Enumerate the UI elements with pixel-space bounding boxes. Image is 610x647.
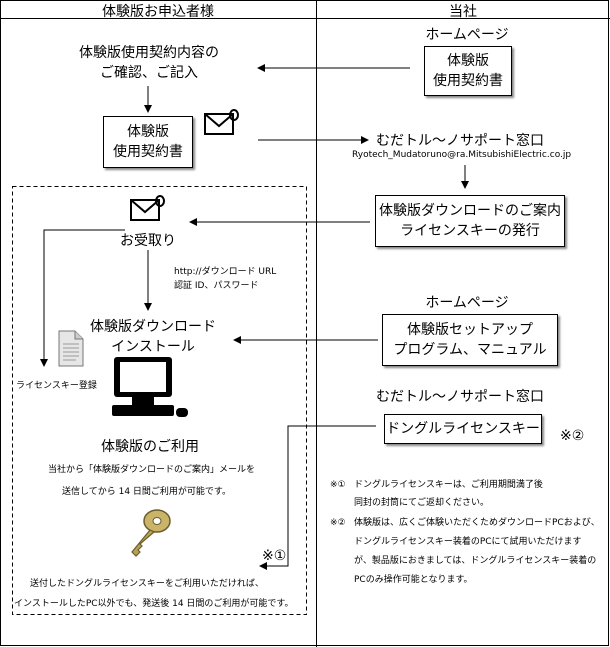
bottom-text-line2: インストールしたPC以外でも、発送後 14 日間のご利用が可能です。: [14, 599, 294, 609]
note1-line2: 同封の封筒にてご返却ください。: [354, 498, 490, 508]
download-guide-line2: ライセンスキーの発行: [400, 223, 540, 239]
note2-line1: 体験版は、広くご体験いただくためダウンロードPCおよび、: [354, 518, 600, 528]
key-icon: [126, 508, 172, 558]
use-text-line1: 当社から「体験版ダウンロードのご案内」メールを: [48, 465, 256, 475]
note-mark-2: ※②: [560, 428, 585, 444]
license-register-label: ライセンスキー登録: [16, 381, 97, 391]
note1-line1: ドングルライセンスキーは、ご利用期間満了後: [354, 480, 543, 490]
note1-mark: ※①: [330, 480, 346, 490]
contract-box-line1: 体験版: [127, 124, 169, 140]
download-guide-line1: 体験版ダウンロードのご案内: [379, 203, 561, 219]
install-text-line1: 体験版ダウンロード: [90, 319, 216, 335]
header-company: 当社: [449, 4, 477, 20]
document-icon: [56, 330, 86, 368]
setup-program-line2: プログラム、マニュアル: [393, 342, 547, 358]
company-contract-line1: 体験版: [447, 53, 489, 69]
dongle-license-text: ドングルライセンスキー: [386, 421, 540, 437]
setup-program-box: 体験版セットアップ プログラム、マニュアル: [382, 314, 558, 366]
note2-line2: ドングルライセンスキー装着のPCにて試用いただけます: [354, 537, 582, 547]
note-mark-1: ※①: [262, 548, 287, 564]
auth-id-text: 認証 ID、パスワード: [174, 281, 259, 291]
confirm-text-line1: 体験版使用契約内容の: [79, 45, 219, 61]
note2-line3: が、製品版におきましては、ドングルライセンスキー装着の: [354, 556, 597, 566]
company-contract-box: 体験版 使用契約書: [424, 46, 512, 96]
dongle-license-box: ドングルライセンスキー: [384, 414, 542, 444]
note2-mark: ※②: [330, 518, 346, 528]
header-customer: 体験版お申込者様: [102, 4, 214, 20]
company-contract-line2: 使用契約書: [433, 73, 503, 89]
confirm-text-line2: ご確認、ご記入: [100, 65, 198, 81]
support-email: Ryotech_Mudatoruno@ra.MitsubishiElectric…: [352, 150, 572, 160]
download-guide-box: 体験版ダウンロードのご案内 ライセンスキーの発行: [375, 195, 565, 247]
download-url-text: http://ダウンロード URL: [174, 267, 277, 277]
bottom-text-line1: 送付したドングルライセンスキーをご利用いただければ、: [30, 579, 264, 589]
use-title: 体験版のご利用: [101, 439, 199, 455]
contract-box-line2: 使用契約書: [113, 144, 183, 160]
note2-line4: PCのみ操作可能となります。: [354, 575, 473, 585]
setup-program-line1: 体験版セットアップ: [407, 322, 533, 338]
receive-label: お受取り: [120, 233, 176, 249]
homepage-label-2: ホームページ: [425, 295, 509, 311]
support-window-label-2: むだトル～ノサポート窓口: [376, 389, 544, 405]
homepage-label-1: ホームページ: [425, 27, 509, 43]
support-window-label-1: むだトル～ノサポート窓口: [376, 133, 544, 149]
computer-icon: [108, 356, 190, 420]
envelope-received-icon: [130, 194, 166, 224]
use-text-line2: 送信してから 14 日間ご利用が可能です。: [62, 487, 232, 497]
customer-contract-box: 体験版 使用契約書: [103, 116, 193, 168]
envelope-icon: [204, 108, 240, 138]
install-text-line2: インストール: [111, 339, 195, 355]
